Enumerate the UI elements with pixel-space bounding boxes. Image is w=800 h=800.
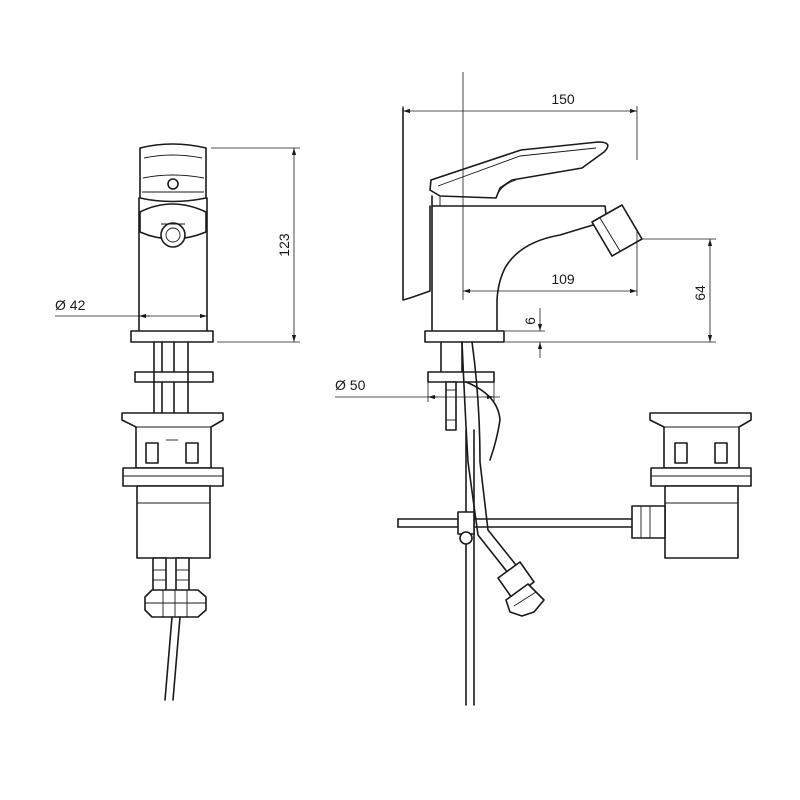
spout-reach-label: 109 [551, 271, 575, 287]
side-view: 150 109 64 6 Ø 50 [335, 72, 752, 706]
side-base-plate [424, 330, 505, 343]
side-waste-body [664, 485, 739, 559]
outlet-height-label: 64 [692, 285, 708, 301]
front-outlet-ring [160, 222, 186, 248]
side-waste-collar [650, 467, 752, 487]
side-waste-connector [631, 505, 666, 539]
front-hex-nuts [144, 589, 207, 618]
overall-width-label: 150 [551, 91, 575, 107]
front-aerator-boss [139, 203, 207, 240]
side-waste-flange [649, 412, 752, 469]
body-diameter-label: Ø 42 [55, 297, 86, 313]
front-body [138, 197, 208, 332]
base-diameter-label: Ø 50 [335, 377, 366, 393]
front-waste-body [136, 485, 211, 559]
base-thickness-label: 6 [522, 317, 538, 325]
side-hose-fitting [497, 561, 535, 599]
front-view: 123 Ø 42 [55, 143, 300, 701]
front-waste-collar [122, 467, 224, 487]
side-rod-clamp [457, 511, 475, 535]
front-lever-head [139, 143, 207, 203]
side-lever [429, 141, 609, 199]
front-waste-flange [121, 412, 224, 469]
front-hose-fitting-left [152, 557, 167, 594]
side-nut-plate [427, 371, 495, 383]
side-flex-hose [461, 341, 521, 579]
front-base-plate [130, 330, 214, 343]
total-height-label: 123 [276, 233, 292, 257]
side-body [431, 195, 607, 332]
front-hose-fitting-right [175, 557, 190, 594]
front-nut-plate [134, 371, 214, 383]
front-lever-screw [167, 178, 179, 190]
side-stud [445, 381, 457, 431]
side-spout-aerator [591, 204, 643, 257]
